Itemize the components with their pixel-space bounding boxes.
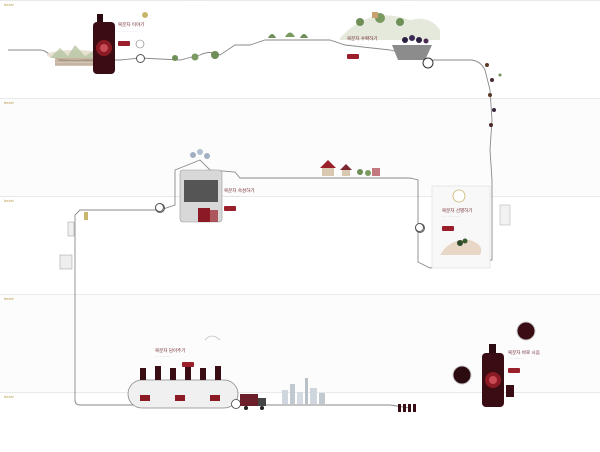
nav-dots[interactable]: · · · · ·: [190, 297, 203, 301]
nav-dots[interactable]: · · · · ·: [400, 3, 413, 7]
section-body-harvest: ····· ···· ······· ·····: [347, 42, 370, 46]
step-node-3[interactable]: [415, 223, 424, 232]
brand-logo[interactable]: bezel: [4, 394, 14, 399]
more-button-select[interactable]: [442, 226, 454, 231]
section-title-harvest: 복분자 수확하기: [347, 37, 378, 42]
section-title-finish: 복분자 바로 시음: [508, 351, 540, 356]
nav-dots[interactable]: · · · · ·: [400, 101, 413, 105]
nav-dots[interactable]: · · · · ·: [190, 3, 203, 7]
section-title-select: 복분자 선별하기: [442, 209, 473, 214]
section-title-intro: 복분자 이야기: [118, 23, 145, 28]
nav-dots[interactable]: · · · · ·: [190, 101, 203, 105]
section-title-bottle: 복분자 담아주기: [155, 349, 186, 354]
section-body-finish: ····· ···· ······: [508, 356, 525, 360]
brand-logo[interactable]: bezel: [4, 2, 14, 7]
nav-dots[interactable]: · · · · ·: [400, 297, 413, 301]
section-title-brew: 복분자 숙성하기: [224, 189, 255, 194]
section-body-intro: ··· ···· ······ ····: [118, 29, 138, 33]
more-button-brew[interactable]: [224, 206, 236, 211]
brand-logo[interactable]: bezel: [4, 296, 14, 301]
more-button-intro[interactable]: [118, 41, 130, 46]
section-body-brew: ······ ···· ·····: [224, 194, 241, 198]
section-body-bottle: ···· ······ ····: [155, 354, 171, 358]
more-button-finish[interactable]: [508, 368, 520, 373]
nav-dots[interactable]: · · · · ·: [400, 199, 413, 203]
brand-logo[interactable]: bezel: [4, 100, 14, 105]
more-button-bottle[interactable]: [182, 362, 194, 367]
step-node-2[interactable]: [155, 203, 164, 212]
brand-logo[interactable]: bezel: [4, 198, 14, 203]
section-body-select: ···· ····· ··· ·····: [442, 214, 462, 218]
more-button-harvest[interactable]: [347, 54, 359, 59]
section-band-2: bezel · · · · · · · · · ·: [0, 98, 600, 197]
route-path: [8, 39, 493, 409]
step-node-1[interactable]: [136, 54, 145, 63]
